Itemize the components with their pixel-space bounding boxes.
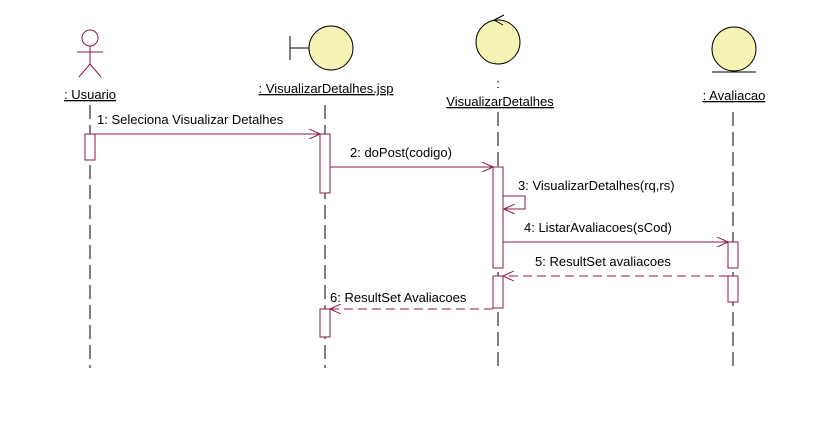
activation-entity-2 xyxy=(727,275,739,303)
entity-icon xyxy=(711,26,757,73)
actor-icon xyxy=(77,29,103,78)
message-label-1: 1: Seleciona Visualizar Detalhes xyxy=(97,112,284,127)
participant-name-jsp: : VisualizarDetalhes.jsp xyxy=(259,81,394,96)
control-icon xyxy=(475,14,521,65)
participant-name-usuario: : Usuario xyxy=(64,87,116,102)
participant-name-control-prefix: : xyxy=(496,76,500,91)
message-arrows xyxy=(95,134,728,309)
message-label-5: 5: ResultSet avaliacoes xyxy=(535,254,671,269)
participant-name-control: VisualizarDetalhes xyxy=(446,94,554,109)
message-label-2: 2: doPost(codigo) xyxy=(350,145,452,160)
activation-control-1 xyxy=(492,166,504,269)
message-label-3: 3: VisualizarDetalhes(rq,rs) xyxy=(518,178,675,193)
activation-jsp-2 xyxy=(319,308,331,338)
activation-usuario xyxy=(84,133,96,161)
activation-jsp-1 xyxy=(319,133,331,194)
message-arrow-3 xyxy=(503,195,526,209)
message-label-6: 6: ResultSet Avaliacoes xyxy=(330,290,467,305)
message-label-4: 4: ListarAvaliacoes(sCod) xyxy=(524,220,672,235)
boundary-icon xyxy=(289,25,354,71)
activations xyxy=(84,133,739,338)
activation-entity-1 xyxy=(727,241,739,269)
participant-name-entity: : Avaliacao xyxy=(703,88,766,103)
activation-control-2 xyxy=(492,275,504,309)
